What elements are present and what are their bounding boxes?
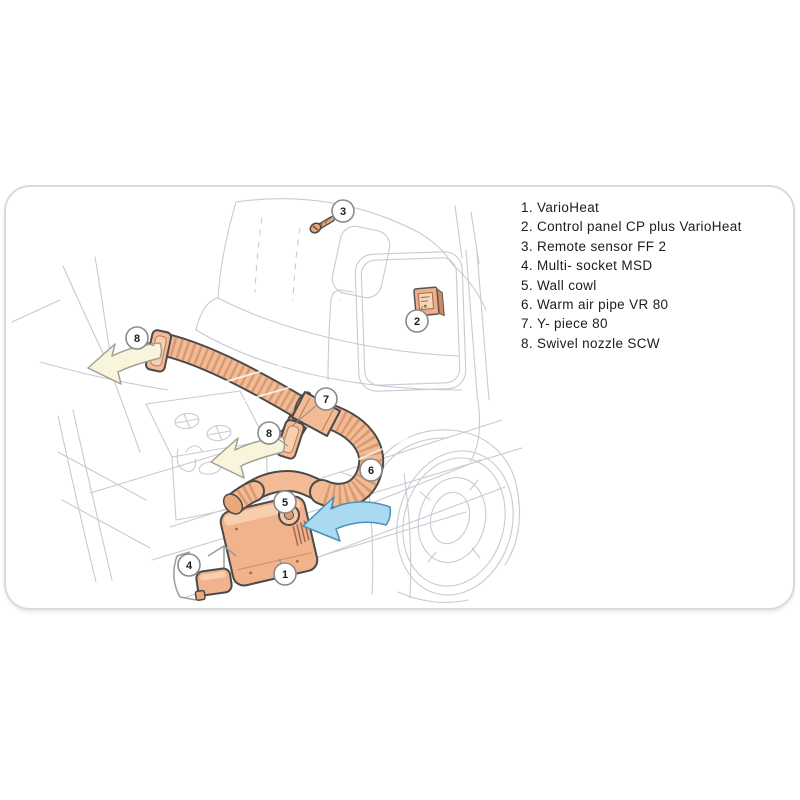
callout-6: 6	[359, 458, 383, 482]
air-intake-arrow-blue	[302, 496, 392, 542]
legend-item-5: 5.Wall cowl	[521, 276, 742, 295]
callout-3: 3	[331, 199, 355, 223]
legend-item-label: VarioHeat	[536, 200, 600, 215]
callout-8-left: 8	[125, 326, 149, 350]
legend-item-1: 1.VarioHeat	[521, 198, 742, 217]
warm-air-pipe-rear	[154, 333, 409, 466]
callout-8-mid: 8	[257, 421, 281, 445]
legend-item-number: 7.	[521, 316, 533, 332]
legend-item-2: 2.Control panel CP plus VarioHeat	[521, 217, 742, 236]
svg-text:7: 7	[323, 394, 329, 406]
warm-air-arrow-mid	[210, 436, 286, 479]
svg-text:4: 4	[186, 560, 193, 572]
van-interior-sketch	[11, 198, 523, 603]
legend-item-number: 4.	[521, 258, 533, 274]
legend: 1.VarioHeat 2.Control panel CP plus Vari…	[521, 198, 742, 353]
svg-text:6: 6	[368, 465, 374, 477]
callout-markers: 3 2 8 7 8 6 5 4	[125, 199, 429, 586]
svg-text:8: 8	[134, 333, 140, 345]
side-windows	[327, 205, 490, 463]
legend-item-3: 3.Remote sensor FF 2	[521, 237, 742, 256]
remote-sensor-screw	[309, 216, 335, 234]
legend-item-label: Multi- socket MSD	[536, 258, 653, 274]
legend-item-label: Y- piece 80	[536, 316, 608, 332]
diagram-card	[4, 185, 795, 610]
legend-item-number: 8.	[521, 335, 533, 351]
legend-item-number: 2.	[521, 219, 533, 235]
svg-text:8: 8	[266, 428, 272, 440]
legend-item-8: 8.Swivel nozzle SCW	[521, 334, 742, 353]
svg-text:5: 5	[282, 497, 288, 509]
legend-item-4: 4.Multi- socket MSD	[521, 256, 742, 275]
legend-item-label: Swivel nozzle SCW	[536, 335, 660, 351]
callout-4: 4	[177, 553, 201, 577]
legend-item-label: Wall cowl	[536, 277, 597, 293]
callout-2: 2	[405, 309, 429, 333]
legend-item-label: Control panel CP plus VarioHeat	[536, 219, 742, 235]
svg-text:1: 1	[282, 569, 288, 581]
wheel-sketch	[339, 429, 521, 603]
multi-socket	[173, 545, 237, 601]
callout-1: 1	[273, 562, 297, 586]
warm-air-arrow-left	[87, 342, 163, 385]
legend-item-number: 3.	[521, 238, 533, 254]
legend-item-number: 1.	[521, 200, 533, 215]
svg-text:2: 2	[414, 316, 420, 328]
callout-7: 7	[314, 387, 338, 411]
legend-item-label: Warm air pipe VR 80	[536, 297, 669, 313]
legend-item-number: 6.	[521, 297, 533, 313]
callout-5: 5	[273, 490, 297, 514]
legend-item-7: 7.Y- piece 80	[521, 314, 742, 333]
legend-item-label: Remote sensor FF 2	[536, 238, 667, 254]
svg-text:3: 3	[340, 206, 346, 218]
control-panel	[413, 286, 445, 317]
headrest	[331, 225, 391, 299]
legend-item-number: 5.	[521, 277, 533, 293]
legend-item-6: 6.Warm air pipe VR 80	[521, 295, 742, 314]
